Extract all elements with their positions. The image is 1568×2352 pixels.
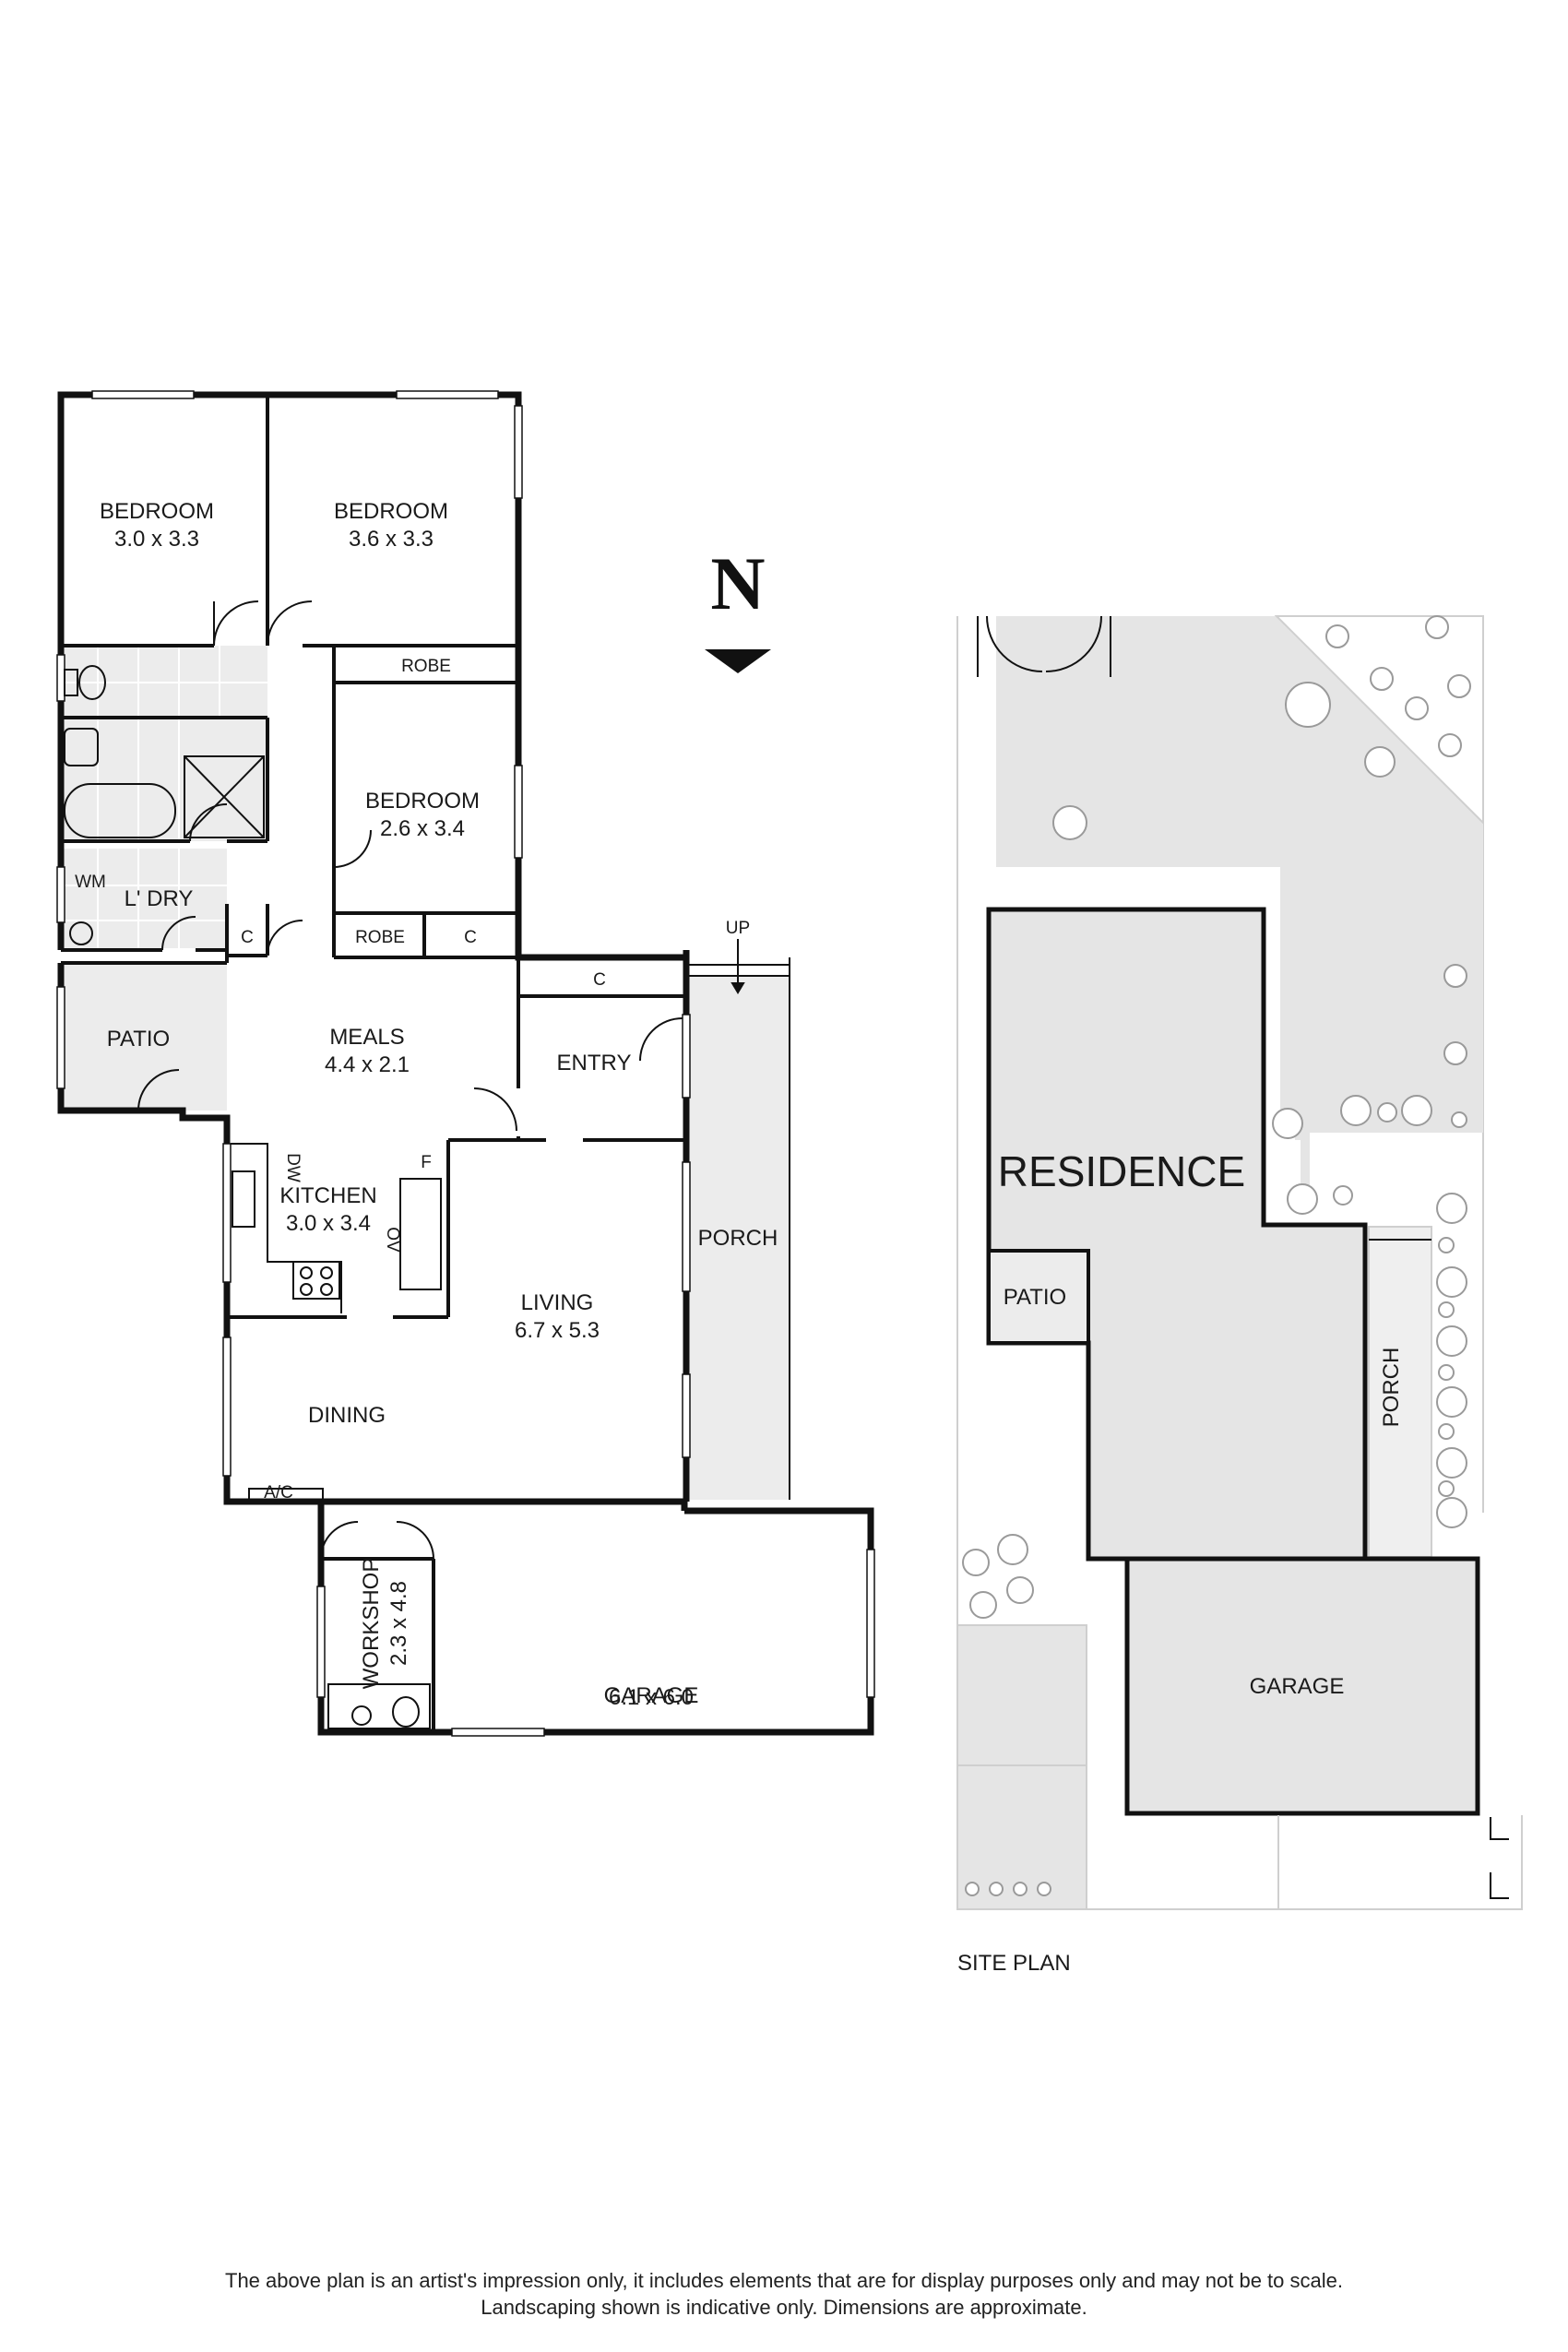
robe2-label: ROBE bbox=[355, 928, 405, 947]
living-size: 6.7 x 5.3 bbox=[515, 1318, 600, 1343]
site-patio bbox=[987, 1249, 1090, 1345]
meals-name: MEALS bbox=[329, 1025, 404, 1050]
up-label: UP bbox=[726, 919, 750, 938]
site-boundary bbox=[956, 616, 1523, 1910]
porch-step bbox=[686, 939, 790, 1500]
garage-name: GARAGE bbox=[604, 1683, 699, 1708]
bedroom1-size: 3.0 x 3.3 bbox=[114, 527, 199, 552]
kitchen-name: KITCHEN bbox=[279, 1183, 376, 1208]
north-arrow: N bbox=[705, 541, 771, 673]
wm-label: WM bbox=[75, 873, 106, 892]
kitchen-size: 3.0 x 3.4 bbox=[286, 1211, 371, 1236]
bedroom1-name: BEDROOM bbox=[100, 499, 214, 524]
disclaimer-line2: Landscaping shown is indicative only. Di… bbox=[481, 2296, 1087, 2319]
site-trees bbox=[962, 615, 1471, 1896]
site-porch-label: PORCH bbox=[1379, 1348, 1404, 1428]
garage-label-group: 6.1 x 6.0 bbox=[609, 1685, 694, 1710]
interior-walls bbox=[61, 395, 686, 1732]
site-patio-label: PATIO bbox=[1004, 1285, 1066, 1310]
north-arrow-icon bbox=[705, 649, 771, 673]
site-garage-label: GARAGE bbox=[1250, 1674, 1345, 1699]
laundry-label: L' DRY bbox=[125, 886, 194, 911]
entry-label: ENTRY bbox=[557, 1051, 632, 1075]
site-lawn bbox=[996, 616, 1483, 1190]
windows bbox=[56, 390, 875, 1737]
meals-size: 4.4 x 2.1 bbox=[325, 1052, 410, 1077]
disclaimer: The above plan is an artist's impression… bbox=[0, 2267, 1568, 2321]
fridge-label: F bbox=[421, 1153, 432, 1172]
bathroom-floor bbox=[61, 646, 267, 841]
bedroom2-size: 3.6 x 3.3 bbox=[349, 527, 434, 552]
patio-floor bbox=[61, 963, 227, 1111]
site-garage bbox=[1124, 1556, 1480, 1816]
site-plan-title: SITE PLAN bbox=[957, 1951, 1071, 1976]
cupboard1-label: C bbox=[241, 928, 254, 947]
living-name: LIVING bbox=[521, 1290, 594, 1315]
patio-label: PATIO bbox=[107, 1027, 170, 1051]
ac-label: A/C bbox=[264, 1483, 293, 1503]
bedroom3-name: BEDROOM bbox=[365, 789, 480, 814]
dining-label: DINING bbox=[308, 1403, 386, 1428]
workshop-name: WORKSHOP bbox=[359, 1558, 384, 1690]
floor-plan-labels: BEDROOM 3.0 x 3.3 BEDROOM 3.6 x 3.3 ROBE… bbox=[75, 499, 778, 1708]
doors bbox=[137, 600, 683, 1560]
bedroom3-size: 2.6 x 3.4 bbox=[380, 816, 465, 841]
disclaimer-line1: The above plan is an artist's impression… bbox=[225, 2269, 1343, 2292]
shaded-areas bbox=[61, 646, 790, 1500]
cupboard3-label: C bbox=[593, 970, 606, 990]
site-driveway bbox=[956, 1624, 1087, 1910]
bedroom2-name: BEDROOM bbox=[334, 499, 448, 524]
north-label: N bbox=[710, 541, 765, 625]
ov-label: OV bbox=[383, 1227, 402, 1253]
porch-floor bbox=[686, 976, 790, 1500]
fixtures bbox=[64, 665, 442, 1729]
garage-size-visible: 6.1 x 6.0 bbox=[609, 1685, 694, 1710]
workshop-size: 2.3 x 4.8 bbox=[386, 1581, 411, 1666]
site-porch bbox=[1368, 1226, 1432, 1558]
robe1-label: ROBE bbox=[401, 657, 451, 676]
site-plan: RESIDENCE PATIO PORCH GARAGE SITE PLAN bbox=[956, 615, 1523, 1976]
porch-label: PORCH bbox=[698, 1226, 778, 1251]
dw-label: DW bbox=[283, 1153, 303, 1182]
cupboard2-label: C bbox=[464, 928, 477, 947]
laundry-floor bbox=[61, 849, 227, 948]
site-residence-label: RESIDENCE bbox=[998, 1147, 1245, 1195]
